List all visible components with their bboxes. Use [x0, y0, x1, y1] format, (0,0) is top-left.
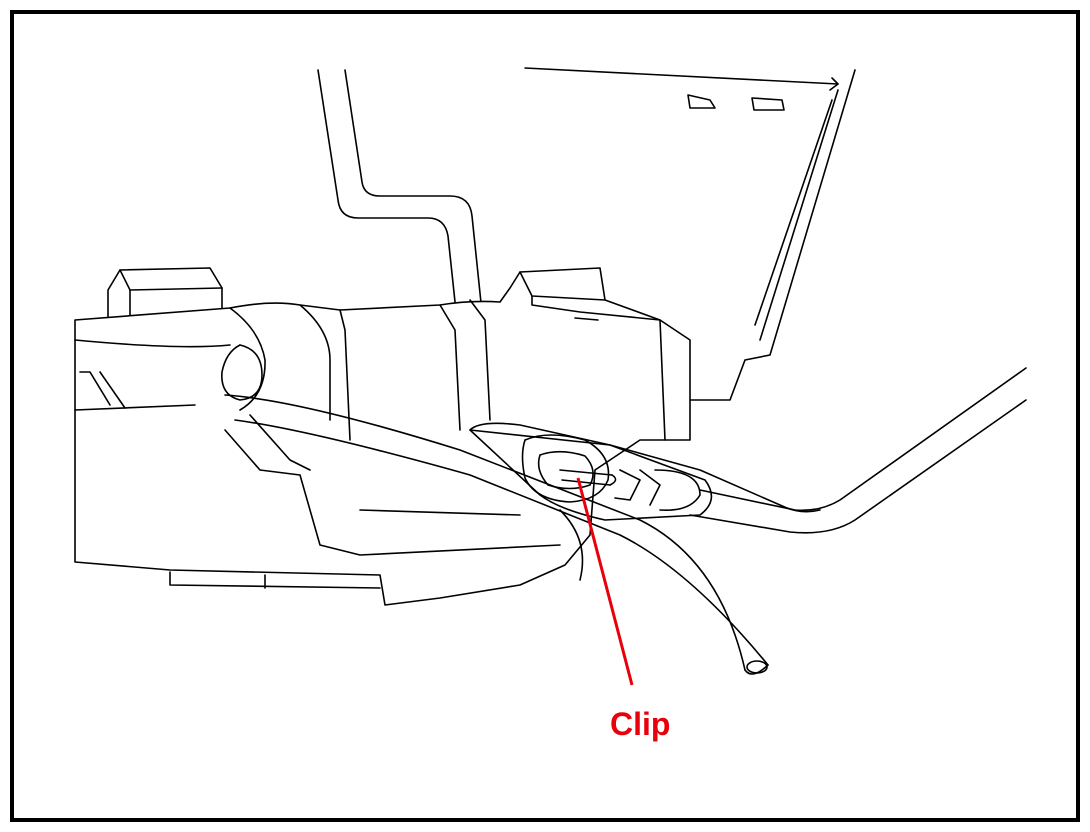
housing: [74, 267, 691, 606]
bent-bracket: [317, 69, 484, 331]
diagram-frame: [10, 10, 1080, 822]
callout-label: Clip: [610, 706, 670, 742]
cable: [224, 394, 821, 675]
bracket-plate: [524, 67, 856, 401]
callout-leader-line: [576, 477, 634, 686]
guide-rail: [689, 367, 1027, 534]
